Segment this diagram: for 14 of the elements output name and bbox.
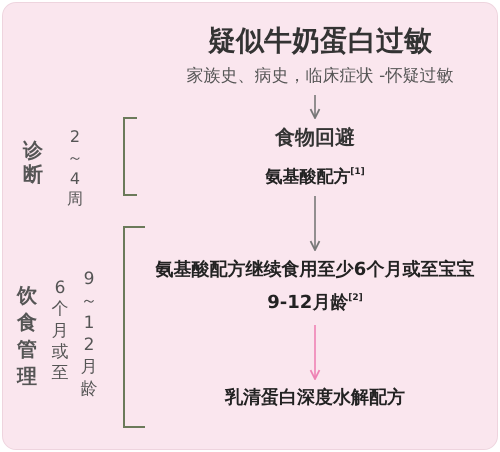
duration-label: 2～4周 [66,127,84,210]
step-text: 氨基酸配方$^{[1]}$ [264,166,366,188]
phase-label: 饮食管理 [16,282,38,390]
step-heading: 疑似牛奶蛋白过敏 [207,23,433,59]
duration-label: 6个月或至 [50,278,70,384]
arrow [310,95,320,119]
phase-label: 诊断 [22,138,44,186]
duration-label: 9～12月龄 [80,268,98,401]
arrow [310,325,320,380]
step-heading: 食物回避 [274,124,356,151]
step-text: 家族史、病史，临床症状 -怀疑过敏 [186,65,454,87]
step-text: 氨基酸配方继续食用至少6个月或至宝宝9-12月龄$^{[2]}$ [154,258,476,315]
arrow [310,196,320,251]
step-text: 乳清蛋白深度水解配方 [224,386,406,409]
